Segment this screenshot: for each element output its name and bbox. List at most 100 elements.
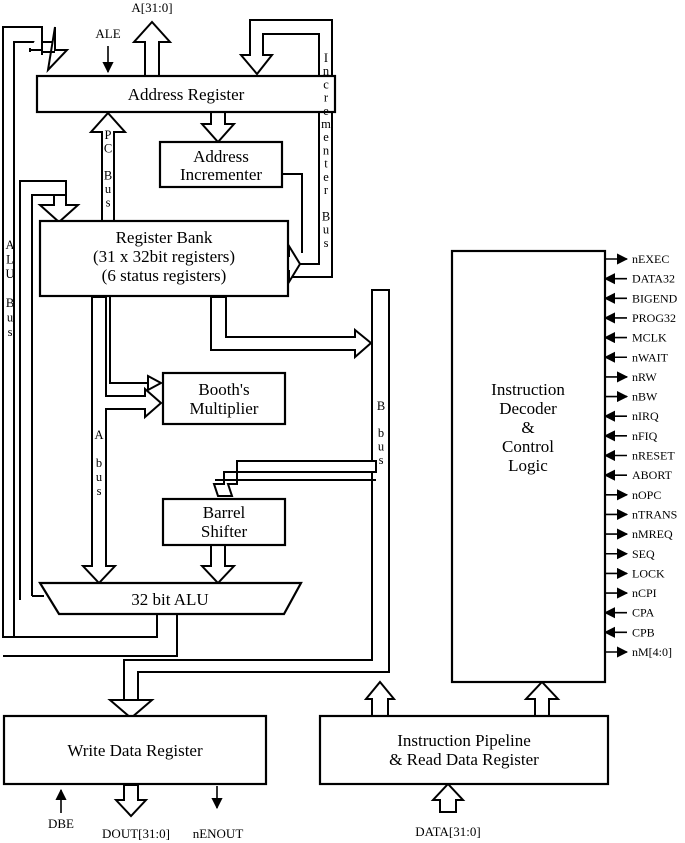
control-signal-lock: LOCK — [605, 566, 665, 580]
decoder-label-5: Logic — [508, 456, 548, 475]
decoder-label-3: & — [521, 418, 534, 437]
incrementer-bus-label-char: c — [323, 77, 329, 91]
control-signal-ntrans: nTRANS — [605, 507, 677, 521]
address-register-label: Address Register — [128, 85, 245, 104]
decoder-label-1: Instruction — [491, 380, 565, 399]
control-signal-label: MCLK — [632, 331, 667, 345]
incrementer-bus-label-char: m — [321, 117, 331, 131]
control-signal-seq: SEQ — [605, 547, 655, 561]
incrementer-bus-label-char: s — [324, 236, 329, 250]
instruction-decoder-box — [450, 249, 607, 684]
control-signal-label: DATA32 — [632, 272, 675, 286]
control-signal-label: nTRANS — [632, 507, 677, 521]
alu-bus-label-char: B — [6, 296, 14, 310]
control-signal-label: BIGEND — [632, 291, 678, 305]
instruction-pipeline-label-1: Instruction Pipeline — [397, 731, 531, 750]
incrementer-bus-label-char: e — [323, 130, 329, 144]
control-signal-label: nOPC — [632, 488, 661, 502]
b-bus-label-char: s — [379, 453, 384, 467]
a-bus-label-char: s — [97, 484, 102, 498]
control-signal-mclk: MCLK — [603, 331, 667, 345]
pc-bus-label-char: B — [104, 169, 112, 183]
alu-bus-label-char: A — [5, 238, 14, 252]
incrementer-bus-label-char: e — [323, 104, 329, 118]
control-signal-label: CPB — [632, 625, 655, 639]
control-signal-nexec: nEXEC — [605, 252, 669, 266]
b-bus-label-char: b — [378, 426, 384, 440]
alu-bus-label-char: L — [6, 253, 14, 267]
control-signal-label: nFIQ — [632, 429, 658, 443]
control-signal-label: SEQ — [632, 547, 655, 561]
a-bus-label-char: A — [94, 428, 103, 442]
write-data-register-label: Write Data Register — [67, 741, 203, 760]
alu-label: 32 bit ALU — [131, 590, 208, 609]
dout-label: DOUT[31:0] — [102, 826, 170, 841]
control-signal-label: nCPI — [632, 586, 657, 600]
booths-multiplier-label-2: Multiplier — [190, 399, 259, 418]
b-bus-label-char: u — [378, 440, 385, 454]
control-signal-abort: ABORT — [603, 468, 673, 482]
decoder-label-4: Control — [502, 437, 554, 456]
control-signal-cpa: CPA — [603, 606, 655, 620]
control-signal-nm40: nM[4:0] — [605, 645, 672, 659]
instruction-pipeline-box — [318, 714, 610, 786]
control-signal-label: nWAIT — [632, 350, 669, 364]
booths-multiplier-label-1: Booth's — [198, 380, 249, 399]
register-bank-label-3: (6 status registers) — [102, 266, 227, 285]
register-bank-label-2: (31 x 32bit registers) — [93, 247, 235, 266]
ale-label: ALE — [95, 26, 120, 41]
address-incrementer-label-2: Incrementer — [180, 165, 262, 184]
incrementer-bus-label-char: B — [322, 209, 330, 223]
dbe-label: DBE — [48, 816, 74, 831]
barrel-shifter-box — [161, 497, 287, 547]
address-register-box — [35, 74, 337, 114]
incrementer-bus-label-char: n — [323, 64, 330, 78]
control-signal-label: nM[4:0] — [632, 645, 672, 659]
decoder-label-2: Decoder — [499, 399, 557, 418]
alu-bus-label-char: U — [5, 267, 14, 281]
pc-bus-label-char: P — [105, 128, 112, 142]
instruction-decoder-text: Instruction Decoder & Control Logic — [491, 380, 565, 475]
alu-bus-label-char: s — [8, 325, 13, 339]
control-signal-nreset: nRESET — [603, 449, 675, 463]
control-signal-label: PROG32 — [632, 311, 676, 325]
barrel-shifter-label-2: Shifter — [201, 522, 248, 541]
control-signal-label: nIRQ — [632, 409, 659, 423]
pc-bus-label-char: s — [106, 196, 111, 210]
write-data-register-box — [2, 714, 268, 786]
control-signal-label: CPA — [632, 606, 655, 620]
address-out-label: A[31:0] — [131, 0, 172, 15]
control-signal-data32: DATA32 — [603, 272, 675, 286]
control-signal-nbw: nBW — [605, 390, 658, 404]
control-signal-nopc: nOPC — [605, 488, 661, 502]
incrementer-bus-label-char: n — [323, 143, 330, 157]
alu-box — [38, 581, 303, 616]
control-signal-nmreq: nMREQ — [605, 527, 673, 541]
control-signal-label: nEXEC — [632, 252, 669, 266]
control-signal-nirq: nIRQ — [603, 409, 659, 423]
control-signal-label: nRESET — [632, 449, 675, 463]
signal-arrows — [55, 46, 223, 813]
barrel-shifter-label-1: Barrel — [203, 503, 246, 522]
incrementer-bus-label-char: I — [324, 51, 328, 65]
control-signal-cpb: CPB — [603, 625, 655, 639]
data-in-label: DATA[31:0] — [415, 824, 480, 839]
control-signal-prog32: PROG32 — [603, 311, 676, 325]
b-bus-label-char: B — [377, 399, 385, 413]
control-signal-nwait: nWAIT — [603, 350, 669, 364]
control-signal-label: nRW — [632, 370, 657, 384]
register-bank-label-1: Register Bank — [116, 228, 213, 247]
incrementer-bus-label-char: u — [323, 223, 330, 237]
nenout-label: nENOUT — [193, 826, 244, 841]
control-signal-nrw: nRW — [605, 370, 657, 384]
incrementer-bus-label-char: e — [323, 170, 329, 184]
booths-multiplier-box — [161, 371, 287, 426]
alu-bus-label-char: u — [7, 311, 14, 325]
address-incrementer-box — [158, 140, 284, 189]
address-incrementer-label-1: Address — [193, 147, 249, 166]
control-signal-ncpi: nCPI — [605, 586, 657, 600]
a-bus-label-char: u — [96, 470, 103, 484]
control-signal-bigend: BIGEND — [603, 291, 678, 305]
